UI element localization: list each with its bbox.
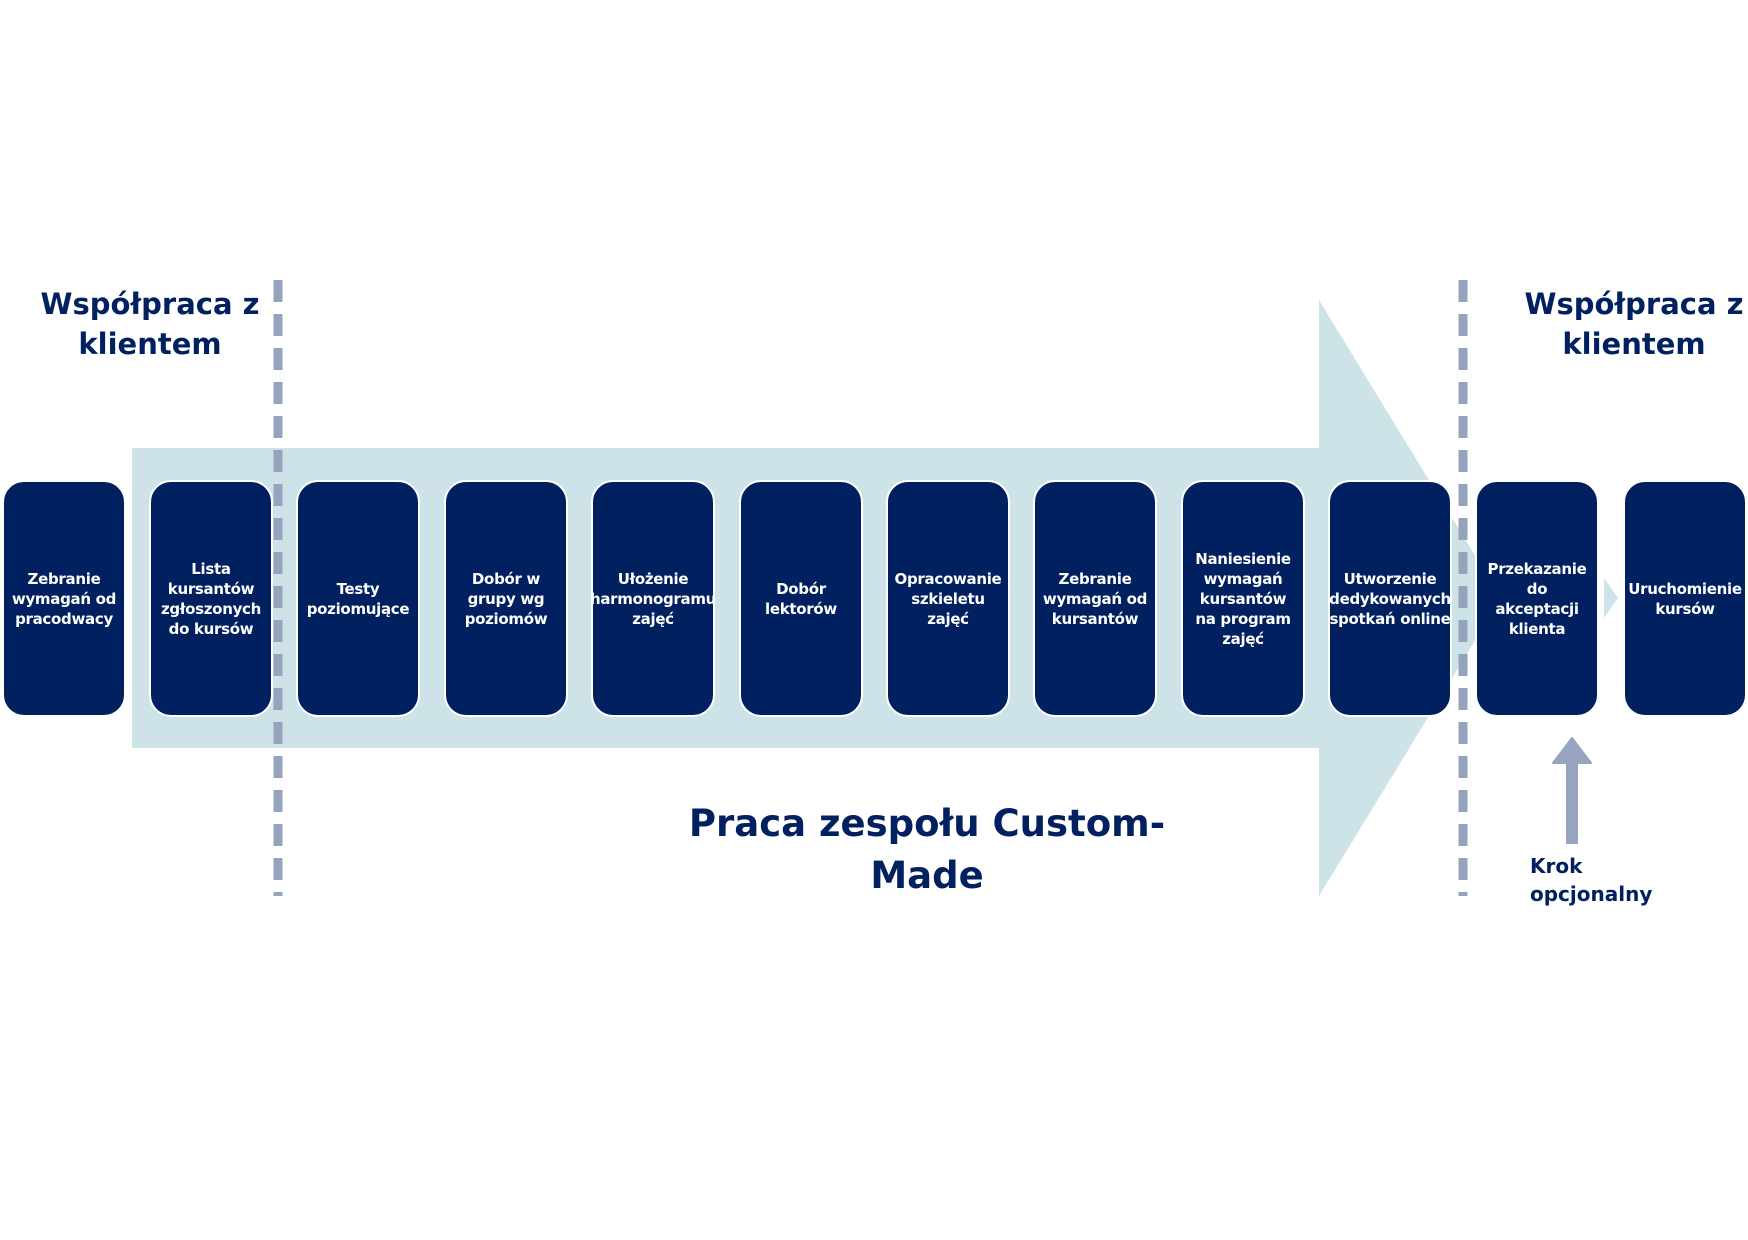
step-box: Przekazanie do akceptacji klienta bbox=[1475, 480, 1599, 717]
left-client-section-title: Współpraca z klientem bbox=[40, 287, 260, 361]
step-box: Testy poziomujące bbox=[296, 480, 420, 717]
step-box: Dobór lektorów bbox=[739, 480, 863, 717]
step-box: Naniesienie wymagań kursantów na program… bbox=[1181, 480, 1305, 717]
step-box: Lista kursantów zgłoszonych do kursów bbox=[149, 480, 273, 717]
optional-step-arrow-icon bbox=[1552, 737, 1592, 844]
step-box: Utworzenie dedykowanych spotkań online bbox=[1328, 480, 1452, 717]
step-box: Zebranie wymagań od kursantów bbox=[1033, 480, 1157, 717]
small-chevron-icon bbox=[1604, 578, 1618, 618]
right-client-section-title: Współpraca z klientem bbox=[1524, 287, 1744, 361]
team-section-title: Praca zespołu Custom-Made bbox=[688, 802, 1166, 897]
step-box: Opracowanie szkieletu zajęć bbox=[886, 480, 1010, 717]
step-box: Dobór w grupy wg poziomów bbox=[444, 480, 568, 717]
step-box: Uruchomienie kursów bbox=[1623, 480, 1747, 717]
step-box: Zebranie wymagań od pracodwacy bbox=[2, 480, 126, 717]
step-box: Ułożenie harmonogramu zajęć bbox=[590, 480, 716, 717]
optional-step-label: Krok opcjonalny bbox=[1530, 854, 1653, 906]
